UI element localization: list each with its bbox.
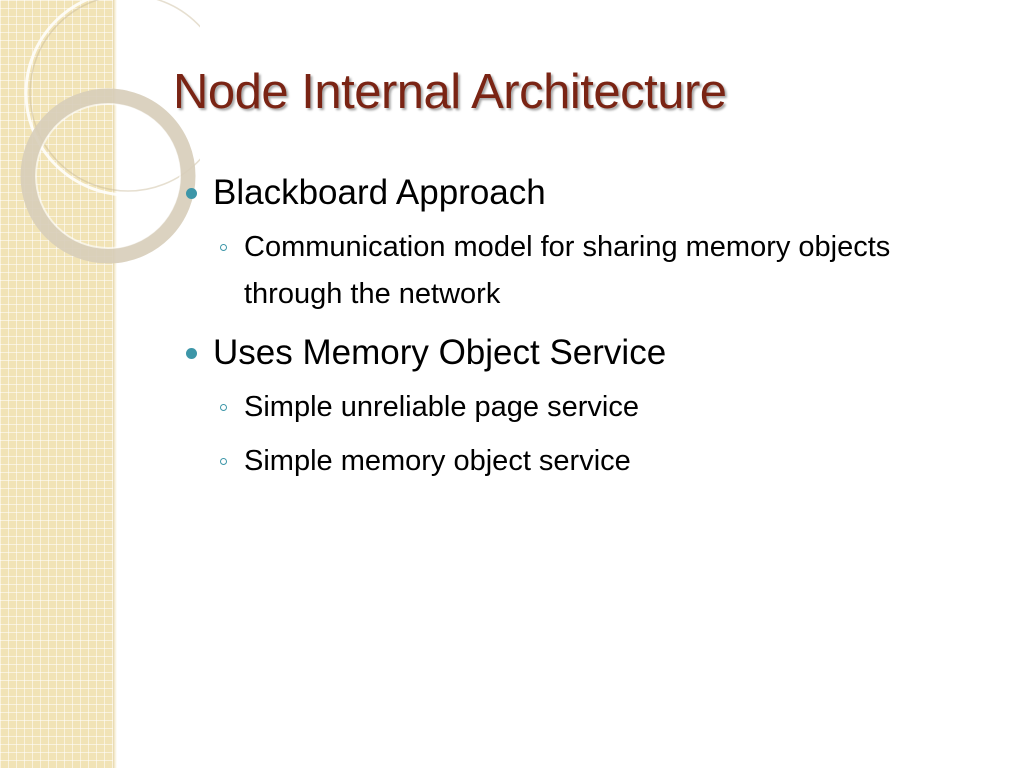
bullet-text: Uses Memory Object Service xyxy=(213,332,667,372)
bullet-text: Blackboard Approach xyxy=(213,173,546,212)
sub-bullet-item: Communication model for sharing memory o… xyxy=(186,224,986,318)
sub-bullet-ring-icon xyxy=(220,244,227,251)
decorative-side-band xyxy=(0,0,113,768)
sub-bullet-item: Simple unreliable page service xyxy=(186,384,986,431)
bullet-group-blackboard: Blackboard Approach Communication model … xyxy=(186,172,986,318)
sub-bullet-list: Simple unreliable page service Simple me… xyxy=(186,384,986,485)
bullet-item: Blackboard Approach xyxy=(186,172,986,214)
decorative-rings xyxy=(20,0,200,264)
sub-bullet-ring-icon xyxy=(220,457,227,465)
sub-bullet-ring-icon xyxy=(220,403,227,411)
slide-title: Node Internal Architecture xyxy=(173,65,727,119)
sub-bullet-list: Communication model for sharing memory o… xyxy=(186,224,986,318)
sub-bullet-item: Simple memory object service xyxy=(186,438,986,485)
slide-content: Blackboard Approach Communication model … xyxy=(186,172,986,492)
sub-bullet-text: Simple memory object service xyxy=(244,444,631,477)
sub-bullet-text: Simple unreliable page service xyxy=(244,390,639,423)
sub-bullet-text: Communication model for sharing memory o… xyxy=(244,231,891,310)
bullet-dot-icon xyxy=(186,188,197,199)
side-band-edge xyxy=(113,0,117,768)
bullet-group-memory-object-service: Uses Memory Object Service Simple unreli… xyxy=(186,332,986,485)
bullet-dot-icon xyxy=(186,347,197,359)
bullet-item: Uses Memory Object Service xyxy=(186,332,986,374)
